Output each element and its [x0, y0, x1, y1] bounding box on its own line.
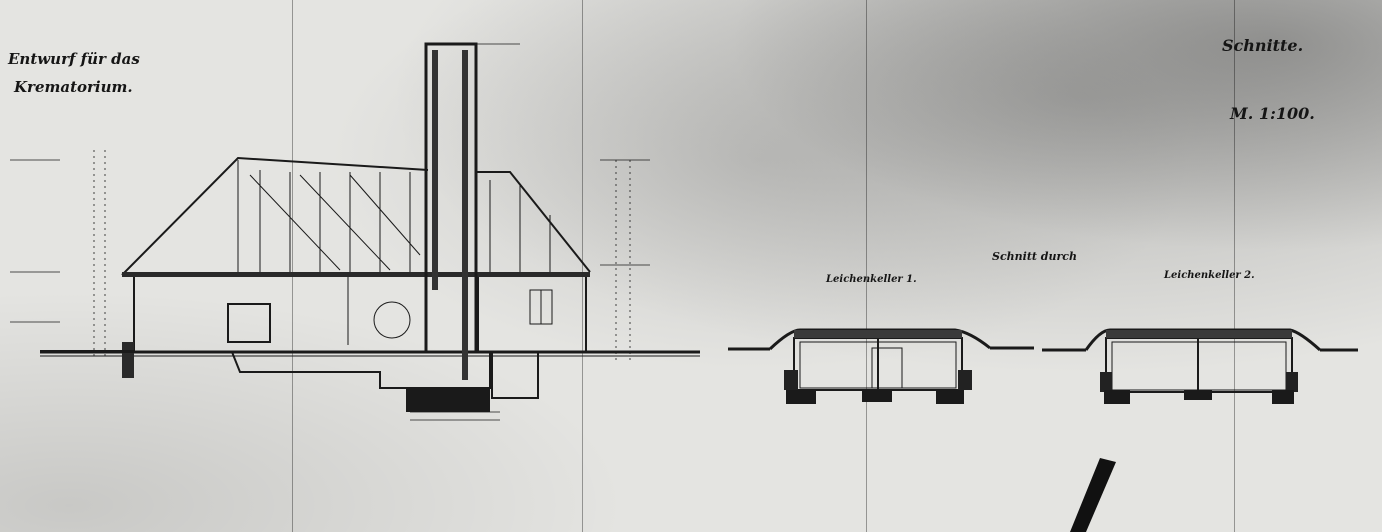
fold-line — [582, 0, 583, 532]
leichenkeller-2-label: Leichenkeller 2. — [1164, 270, 1255, 281]
scale-label: M. 1:100. — [1230, 104, 1315, 123]
fold-line — [1234, 0, 1235, 532]
torn-edge — [1070, 458, 1116, 532]
leichenkeller-1-label: Leichenkeller 1. — [826, 274, 917, 285]
drawing-title-line-2: Krematorium. — [14, 78, 133, 96]
dimension-marks — [10, 43, 650, 421]
leichenkeller-2-section — [1042, 328, 1358, 404]
fold-line — [866, 0, 867, 532]
section-through-label: Schnitt durch — [992, 250, 1077, 263]
drawing-title-line-1: Entwurf für das — [8, 50, 140, 68]
crematorium-section — [40, 42, 700, 412]
fold-line — [292, 0, 293, 532]
leichenkeller-1-section — [728, 328, 1034, 404]
sections-heading: Schnitte. — [1222, 36, 1304, 55]
